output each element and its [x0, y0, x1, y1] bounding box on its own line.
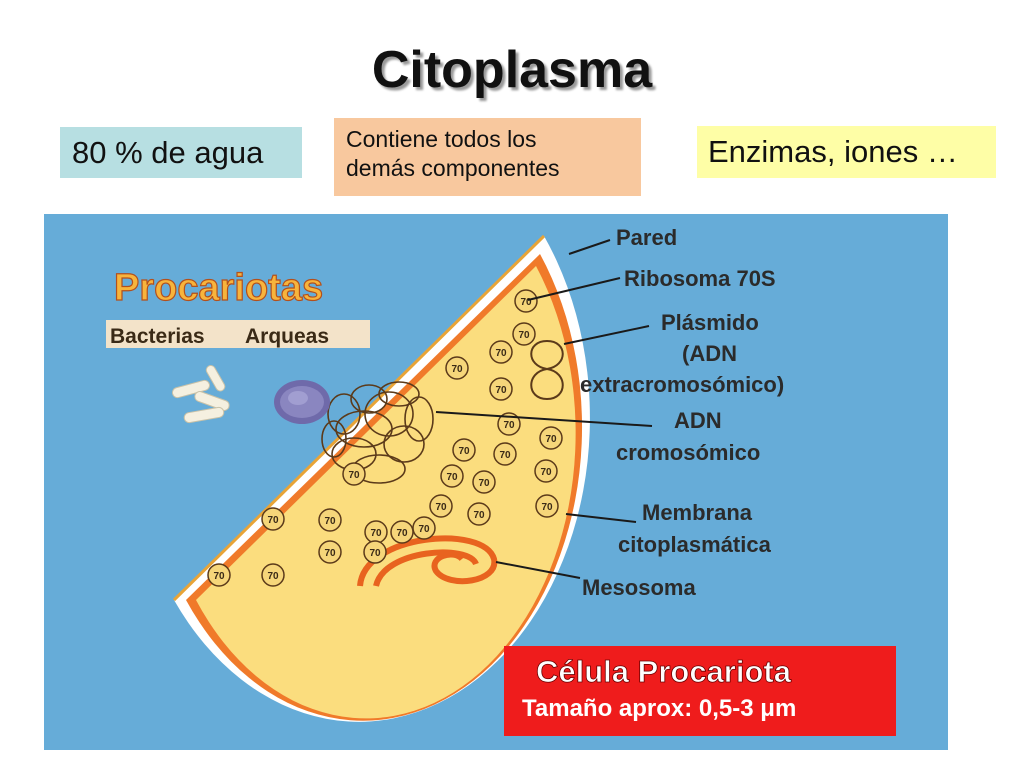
ribosome-circle — [445, 356, 469, 380]
label-dna-2: cromosómico — [616, 440, 760, 465]
ribosome-circle — [261, 507, 285, 531]
enzymes-box: Enzimas, iones … — [697, 126, 996, 178]
label-ribosome: Ribosoma 70S — [624, 266, 776, 291]
ribosome-label: 70 — [478, 478, 490, 489]
plasmid-icon — [530, 339, 564, 401]
ribosome-label: 70 — [520, 297, 532, 308]
label-dna-1: ADN — [674, 408, 722, 433]
ribosome-label: 70 — [396, 528, 408, 539]
prokaryotes-heading: Procariotas — [114, 267, 323, 309]
ribosome-label: 70 — [324, 548, 336, 559]
ribosome-circle — [512, 322, 536, 346]
ribosome-circle — [440, 464, 464, 488]
ribosome-label: 70 — [451, 364, 463, 375]
label-wall: Pared — [616, 225, 677, 250]
ribosome-circle — [514, 289, 538, 313]
components-text-line1: Contiene todos los — [346, 126, 537, 152]
ribosome-circle — [318, 540, 342, 564]
caption-title: Célula Procariota — [536, 654, 792, 689]
ribosome-label: 70 — [540, 467, 552, 478]
ribosome-label: 70 — [541, 502, 553, 513]
ribosome-circle — [261, 563, 285, 587]
label-membrane-1: Membrana — [642, 500, 753, 525]
ribosome-label: 70 — [348, 470, 360, 481]
components-box: Contiene todos los demás componentes — [334, 118, 641, 196]
ribosome-circle — [467, 502, 491, 526]
ribosome-label: 70 — [446, 472, 458, 483]
ribosome-label: 70 — [545, 434, 557, 445]
label-plasmid-2: (ADN — [682, 341, 737, 366]
ribosome-circle — [497, 412, 521, 436]
tag-archaea: Arqueas — [245, 325, 329, 348]
ribosome-label: 70 — [495, 348, 507, 359]
water-text: 80 % de agua — [72, 135, 264, 170]
ribosome-label: 70 — [503, 420, 515, 431]
bacteria-icon — [171, 365, 230, 424]
ribosome-circle — [207, 563, 231, 587]
archaea-icon — [274, 380, 330, 424]
ribosome-label: 70 — [458, 446, 470, 457]
tag-bacteria: Bacterias — [110, 325, 205, 348]
label-mesosome: Mesosoma — [582, 575, 696, 600]
water-box: 80 % de agua — [60, 127, 302, 178]
caption-size: Tamaño aprox: 0,5-3 μm — [522, 695, 796, 722]
ribosome-label: 70 — [435, 502, 447, 513]
slide-title: Citoplasma — [371, 41, 653, 99]
ribosome-label: 70 — [370, 528, 382, 539]
ribosome-circle — [493, 442, 517, 466]
ribosome-circle — [452, 438, 476, 462]
callout-lines — [435, 239, 653, 579]
ribosome-label: 70 — [418, 524, 430, 535]
ribosome-label: 70 — [499, 450, 511, 461]
enzymes-text: Enzimas, iones … — [708, 134, 958, 169]
mesosome — [357, 535, 498, 587]
ribosome-label: 70 — [267, 571, 279, 582]
ribosome-label: 70 — [518, 330, 530, 341]
components-text-line2: demás componentes — [346, 155, 560, 181]
prokaryote-diagram-panel: 70 70 70 70 70 70 70 70 70 70 70 70 70 70 70 70 70 70 70 70… — [44, 214, 948, 750]
ribosome-circle — [342, 462, 366, 486]
ribosome-label: 70 — [473, 510, 485, 521]
ribosome-circle — [535, 494, 559, 518]
ribosome-circle — [429, 494, 453, 518]
ribosome-circle — [489, 377, 513, 401]
ribosome-group: 70 70 70 70 70 70 70 70 70 70 70 70 70 70 70 70 70 70 70 70… — [207, 289, 563, 587]
label-plasmid-3: extracromosómico) — [580, 372, 784, 397]
ribosome-circle — [489, 340, 513, 364]
ribosome-label: 70 — [267, 515, 279, 526]
tag-strip — [106, 320, 370, 348]
ribosome-label: 70 — [324, 516, 336, 527]
ribosome-label: 70 — [495, 385, 507, 396]
ribosome-circle — [472, 470, 496, 494]
cytoplasm — [196, 266, 576, 719]
diagram-labels: Pared Ribosoma 70S Plásmido (ADN extracr… — [580, 225, 784, 600]
ribosome-circle — [539, 426, 563, 450]
ribosome-circle — [363, 540, 387, 564]
label-membrane-2: citoplasmática — [618, 532, 772, 557]
label-plasmid-1: Plásmido — [661, 310, 759, 335]
caption-box — [504, 646, 896, 736]
ribosome-circle — [534, 459, 558, 483]
ribosome-label: 70 — [213, 571, 225, 582]
ribosome-circle — [390, 520, 414, 544]
ribosome-label: 70 — [369, 548, 381, 559]
prokaryote-diagram: 70 70 70 70 70 70 70 70 70 70 70 70 70 70 70 70 70 70 70 70… — [44, 214, 948, 750]
ribosome-circle — [318, 508, 342, 532]
